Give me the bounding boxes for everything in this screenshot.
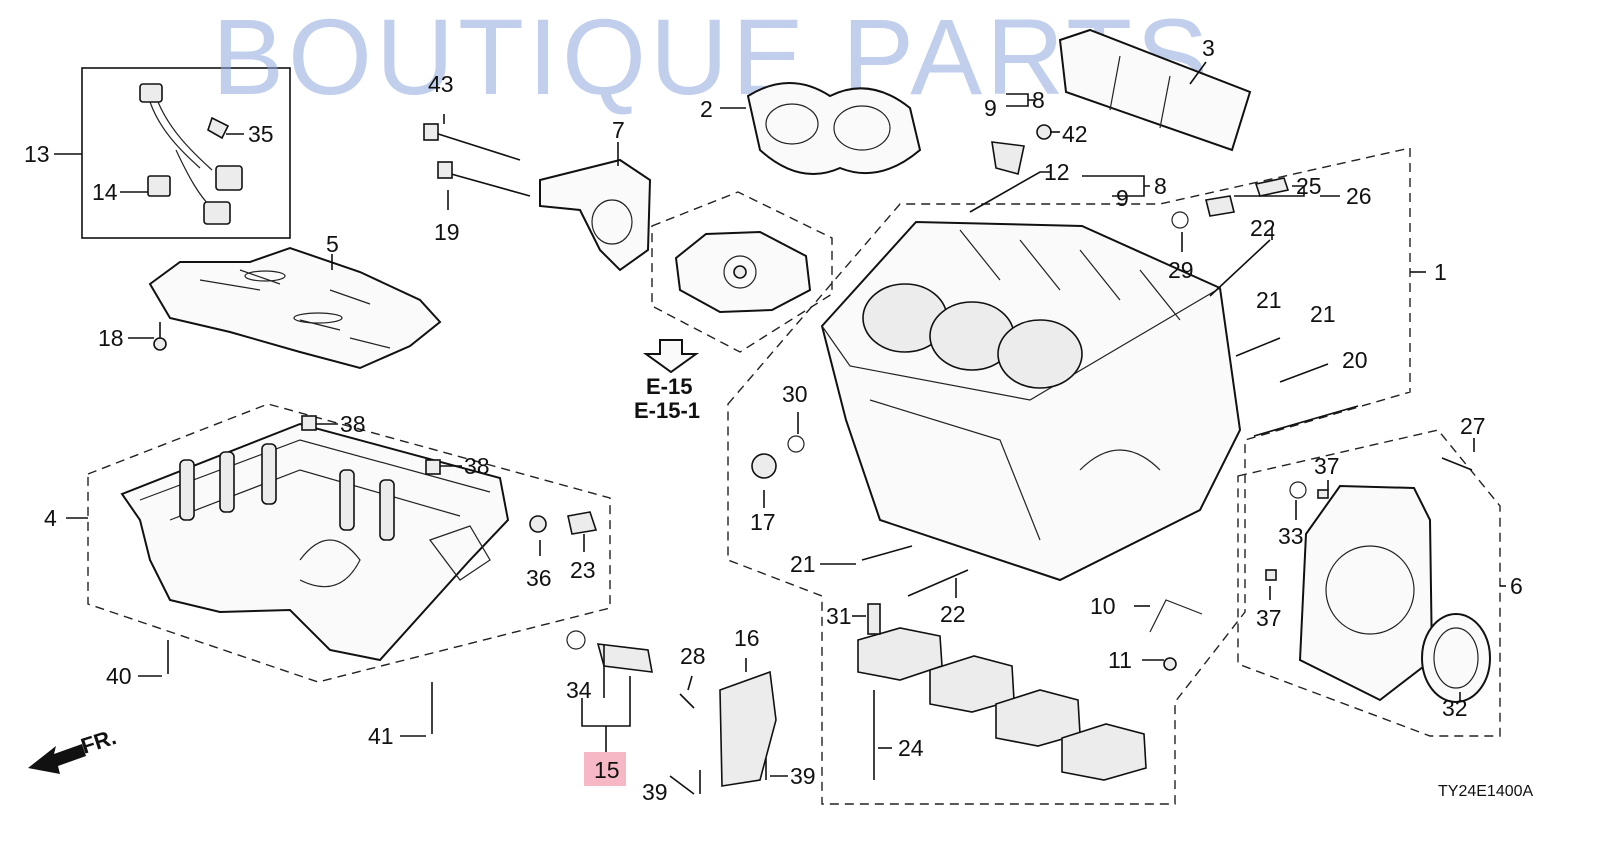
baffle-plate-drawing (148, 246, 442, 370)
callout-31: 31 (826, 603, 852, 629)
callout-43: 43 (428, 71, 454, 97)
callout-12: 12 (1044, 159, 1070, 185)
watermark-text: BOUTIQUE PARTS (212, 0, 1212, 117)
callout-28: 28 (680, 643, 706, 669)
front-label: FR. (78, 724, 119, 759)
callout-30: 30 (782, 381, 808, 407)
callout-17: 17 (750, 509, 776, 535)
harness-group-box (81, 67, 291, 239)
callout-21c: 21 (790, 551, 816, 577)
callout-27: 27 (1460, 413, 1486, 439)
callout-10: 10 (1090, 593, 1116, 619)
callout-19: 19 (434, 219, 460, 245)
reference-e15: E-15 (646, 374, 692, 399)
callout-39b: 39 (790, 763, 816, 789)
callout-16: 16 (734, 625, 760, 651)
small-parts-drawing (153, 123, 1473, 794)
callout-15-highlight (584, 752, 626, 786)
callout-13: 13 (24, 141, 50, 167)
intake-gasket-drawing (746, 82, 922, 175)
callout-18: 18 (98, 325, 124, 351)
block-group-box (727, 147, 1411, 805)
group-outlines (81, 67, 1501, 805)
callout-24: 24 (898, 735, 924, 761)
callout-39a: 39 (642, 779, 668, 805)
callout-40: 40 (106, 663, 132, 689)
mount-bracket-drawing (539, 158, 652, 272)
callout-36: 36 (526, 565, 552, 591)
leader-lines (54, 61, 1506, 795)
callout-11: 11 (1108, 647, 1132, 673)
callout-22a: 22 (1250, 215, 1276, 241)
callout-34: 34 (566, 677, 592, 703)
callout-38a: 38 (340, 411, 366, 437)
reference-e15-1: E-15-1 (634, 398, 700, 423)
cylinder-block-drawing (820, 220, 1242, 582)
callout-38b: 38 (464, 453, 490, 479)
reference-arrow: E-15 E-15-1 (634, 339, 700, 423)
callout-37a: 37 (1314, 453, 1340, 479)
callout-35: 35 (248, 121, 274, 147)
front-direction-marker: FR. (28, 724, 119, 774)
callout-9b: 9 (1116, 185, 1129, 211)
diagram-code: TY24E1400A (1438, 783, 1534, 800)
callout-labels: 1 2 3 4 5 6 7 8 8 9 9 10 11 12 13 14 15 … (24, 35, 1523, 805)
callout-4: 4 (44, 505, 57, 531)
rear-cover-group-box (1237, 429, 1501, 737)
callout-9a: 9 (984, 95, 997, 121)
callout-21b: 21 (1310, 301, 1336, 327)
rear-cover-drawing (1298, 484, 1491, 703)
wire-harness-drawing (139, 83, 243, 225)
callout-2: 2 (700, 96, 713, 122)
callout-5: 5 (326, 231, 339, 257)
callout-21a: 21 (1256, 287, 1282, 313)
callout-22b: 22 (940, 601, 966, 627)
callout-33: 33 (1278, 523, 1304, 549)
callout-20: 20 (1342, 347, 1368, 373)
water-pump-drawing (674, 230, 812, 314)
callout-25: 25 (1296, 173, 1322, 199)
callout-6: 6 (1510, 573, 1523, 599)
callout-8a: 8 (1032, 87, 1045, 113)
callout-32: 32 (1442, 695, 1468, 721)
callout-37b: 37 (1256, 605, 1282, 631)
callout-26: 26 (1346, 183, 1372, 209)
rail-drawing (1058, 28, 1252, 152)
callout-8b: 8 (1154, 173, 1167, 199)
oil-pan-drawing (120, 422, 510, 662)
callout-1: 1 (1434, 259, 1447, 285)
bearing-caps-drawing (857, 627, 1147, 781)
callout-14: 14 (92, 179, 118, 205)
callout-42: 42 (1062, 121, 1088, 147)
callout-3: 3 (1202, 35, 1215, 61)
callout-41: 41 (368, 723, 394, 749)
callout-29: 29 (1168, 257, 1194, 283)
callout-7: 7 (612, 117, 625, 143)
water-pump-group-box (651, 191, 833, 353)
callout-15: 15 (594, 757, 620, 783)
callout-23: 23 (570, 557, 596, 583)
oil-pan-group-box (87, 403, 611, 683)
